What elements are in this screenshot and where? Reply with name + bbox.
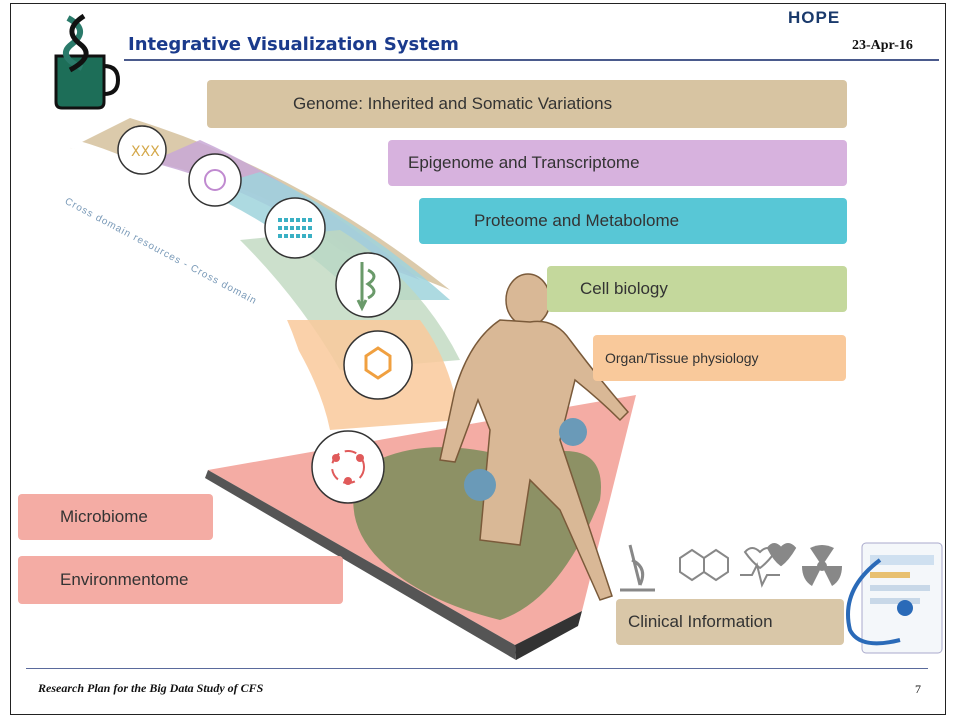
dna-mug-logo — [54, 13, 121, 110]
protein-icon — [264, 197, 326, 259]
radiation-icon — [802, 545, 842, 586]
molecule-icon — [335, 252, 401, 318]
slide-frame — [10, 3, 946, 715]
layer-epigenome: Epigenome and Transcriptome — [388, 140, 847, 186]
microscope-icon — [620, 544, 655, 592]
layer-microbiome: Microbiome — [18, 494, 213, 540]
gear-decorations — [464, 418, 587, 501]
layer-proteome-label: Proteome and Metabolome — [474, 211, 680, 230]
layer-genome: Genome: Inherited and Somatic Variations — [207, 80, 847, 128]
footer-text: Research Plan for the Big Data Study of … — [38, 681, 264, 695]
layer-epigenome-label: Epigenome and Transcriptome — [408, 153, 640, 172]
layer-proteome: Proteome and Metabolome — [419, 198, 847, 244]
layer-cell-biology: Cell biology — [547, 266, 847, 312]
layer-organ-tissue-label: Organ/Tissue physiology — [605, 350, 759, 366]
layer-organ-tissue: Organ/Tissue physiology — [593, 335, 846, 381]
cell-icon — [188, 153, 242, 207]
slide-date: 23-Apr-16 — [852, 38, 913, 53]
organ-molecule-icon — [343, 330, 413, 400]
clinical-chart-icon — [846, 542, 943, 654]
layer-genome-label: Genome: Inherited and Somatic Variations — [293, 94, 613, 113]
page-number: 7 — [915, 682, 921, 696]
dna-icon: XXX — [117, 125, 167, 175]
layer-clinical-label: Clinical Information — [628, 612, 773, 631]
microbe-cycle-icon — [311, 430, 385, 504]
layer-environmentome-label: Environmentome — [60, 570, 189, 589]
title-underline — [124, 59, 939, 61]
layer-cell-biology-label: Cell biology — [580, 279, 668, 298]
layer-clinical: Clinical Information — [616, 599, 844, 645]
chemical-ring-icon — [679, 548, 729, 582]
human-figure — [439, 273, 630, 601]
hope-logo: HOPE — [788, 8, 841, 27]
layer-environmentome: Environmentome — [18, 556, 343, 604]
svg-text:XXX: XXX — [131, 144, 160, 160]
page-title: Integrative Visualization System — [128, 34, 459, 55]
heartbeat-icon — [740, 543, 797, 588]
layer-microbiome-label: Microbiome — [60, 507, 148, 526]
footer-divider — [26, 668, 928, 669]
